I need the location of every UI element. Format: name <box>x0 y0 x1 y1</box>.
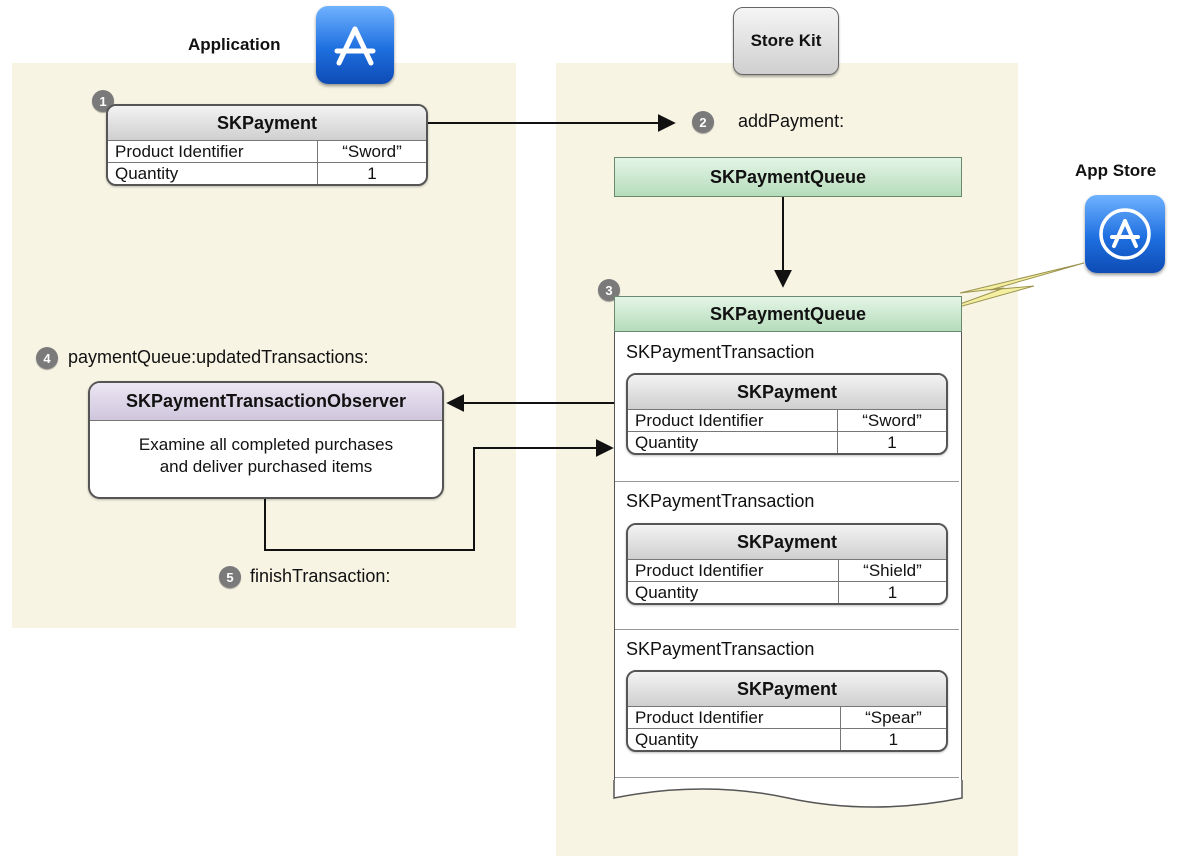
app-icon <box>316 6 394 84</box>
payment-key: Quantity <box>628 431 838 453</box>
payment-key: Quantity <box>108 162 318 184</box>
payment-value: “Shield” <box>837 560 946 582</box>
transaction-payment: SKPayment Product Identifier “Sword” Qua… <box>626 373 948 455</box>
observer-line-2: and deliver purchased items <box>159 457 373 476</box>
transaction-divider <box>615 777 959 778</box>
finish-transaction-arrow <box>264 439 614 551</box>
app-store-title: App Store <box>1075 161 1157 180</box>
payment-queue-top-title: SKPaymentQueue <box>709 167 867 187</box>
step-2-badge: 2 <box>692 111 714 133</box>
payment-title: SKPayment <box>628 672 946 707</box>
payment-queue-top: SKPaymentQueue <box>614 157 962 197</box>
table-row: Quantity 1 <box>628 581 946 603</box>
transaction-divider <box>615 481 959 482</box>
payment-table: Product Identifier “Shield” Quantity 1 <box>628 560 946 603</box>
updated-transactions-label: paymentQueue:updatedTransactions: <box>68 347 369 367</box>
table-row: Product Identifier “Spear” <box>628 707 946 729</box>
payment-value: 1 <box>317 162 426 184</box>
payment-key: Quantity <box>628 728 841 750</box>
table-row: Quantity 1 <box>108 162 426 184</box>
observer-line-1: Examine all completed purchases <box>138 435 394 454</box>
app-a-icon <box>334 26 376 66</box>
queue-torn-bottom <box>613 780 963 808</box>
table-row: Quantity 1 <box>628 431 946 453</box>
payment-value: “Spear” <box>839 707 946 729</box>
payment-value: 1 <box>837 581 946 603</box>
payment-key: Product Identifier <box>635 561 764 580</box>
table-row: Quantity 1 <box>628 728 946 750</box>
payment-table: Product Identifier “Spear” Quantity 1 <box>628 707 946 750</box>
payment-key: Product Identifier <box>635 708 764 727</box>
payment-title: SKPayment <box>628 375 946 410</box>
payment-value: “Sword” <box>317 141 426 163</box>
transaction-label: SKPaymentTransaction <box>626 639 815 659</box>
finish-transaction-label: finishTransaction: <box>250 566 391 586</box>
application-title: Application <box>188 35 281 54</box>
payment-title: SKPayment <box>108 106 426 141</box>
payment-value: 1 <box>837 431 946 453</box>
table-row: Product Identifier “Shield” <box>628 560 946 582</box>
transaction-payment: SKPayment Product Identifier “Shield” Qu… <box>626 523 948 605</box>
transaction-payment: SKPayment Product Identifier “Spear” Qua… <box>626 670 948 752</box>
application-payment: SKPayment Product Identifier “Sword” Qua… <box>106 104 428 186</box>
app-store-icon <box>1085 195 1165 273</box>
payment-key: Product Identifier <box>635 411 764 430</box>
payment-queue-main-header: SKPaymentQueue <box>614 296 962 332</box>
observer-title: SKPaymentTransactionObserver <box>90 383 442 421</box>
transaction-observer: SKPaymentTransactionObserver Examine all… <box>88 381 444 499</box>
step-4-badge: 4 <box>36 347 58 369</box>
add-payment-label: addPayment: <box>738 111 845 131</box>
app-store-a-icon <box>1099 208 1151 260</box>
payment-queue-main-title: SKPaymentQueue <box>709 304 867 324</box>
payment-value: “Sword” <box>837 410 946 432</box>
payment-title: SKPayment <box>628 525 946 560</box>
transaction-divider <box>615 629 959 630</box>
transaction-label: SKPaymentTransaction <box>626 491 815 511</box>
payment-table: Product Identifier “Sword” Quantity 1 <box>628 410 946 453</box>
payment-key: Product Identifier <box>115 142 244 161</box>
store-kit-title: Store Kit <box>750 31 822 50</box>
payment-table: Product Identifier “Sword” Quantity 1 <box>108 141 426 184</box>
payment-key: Quantity <box>628 581 839 603</box>
store-kit-box: Store Kit <box>733 7 839 75</box>
transaction-label: SKPaymentTransaction <box>626 342 815 362</box>
payment-value: 1 <box>839 728 946 750</box>
step-5-badge: 5 <box>219 566 241 588</box>
step-3-badge: 3 <box>598 279 620 301</box>
table-row: Product Identifier “Sword” <box>628 410 946 432</box>
table-row: Product Identifier “Sword” <box>108 141 426 163</box>
